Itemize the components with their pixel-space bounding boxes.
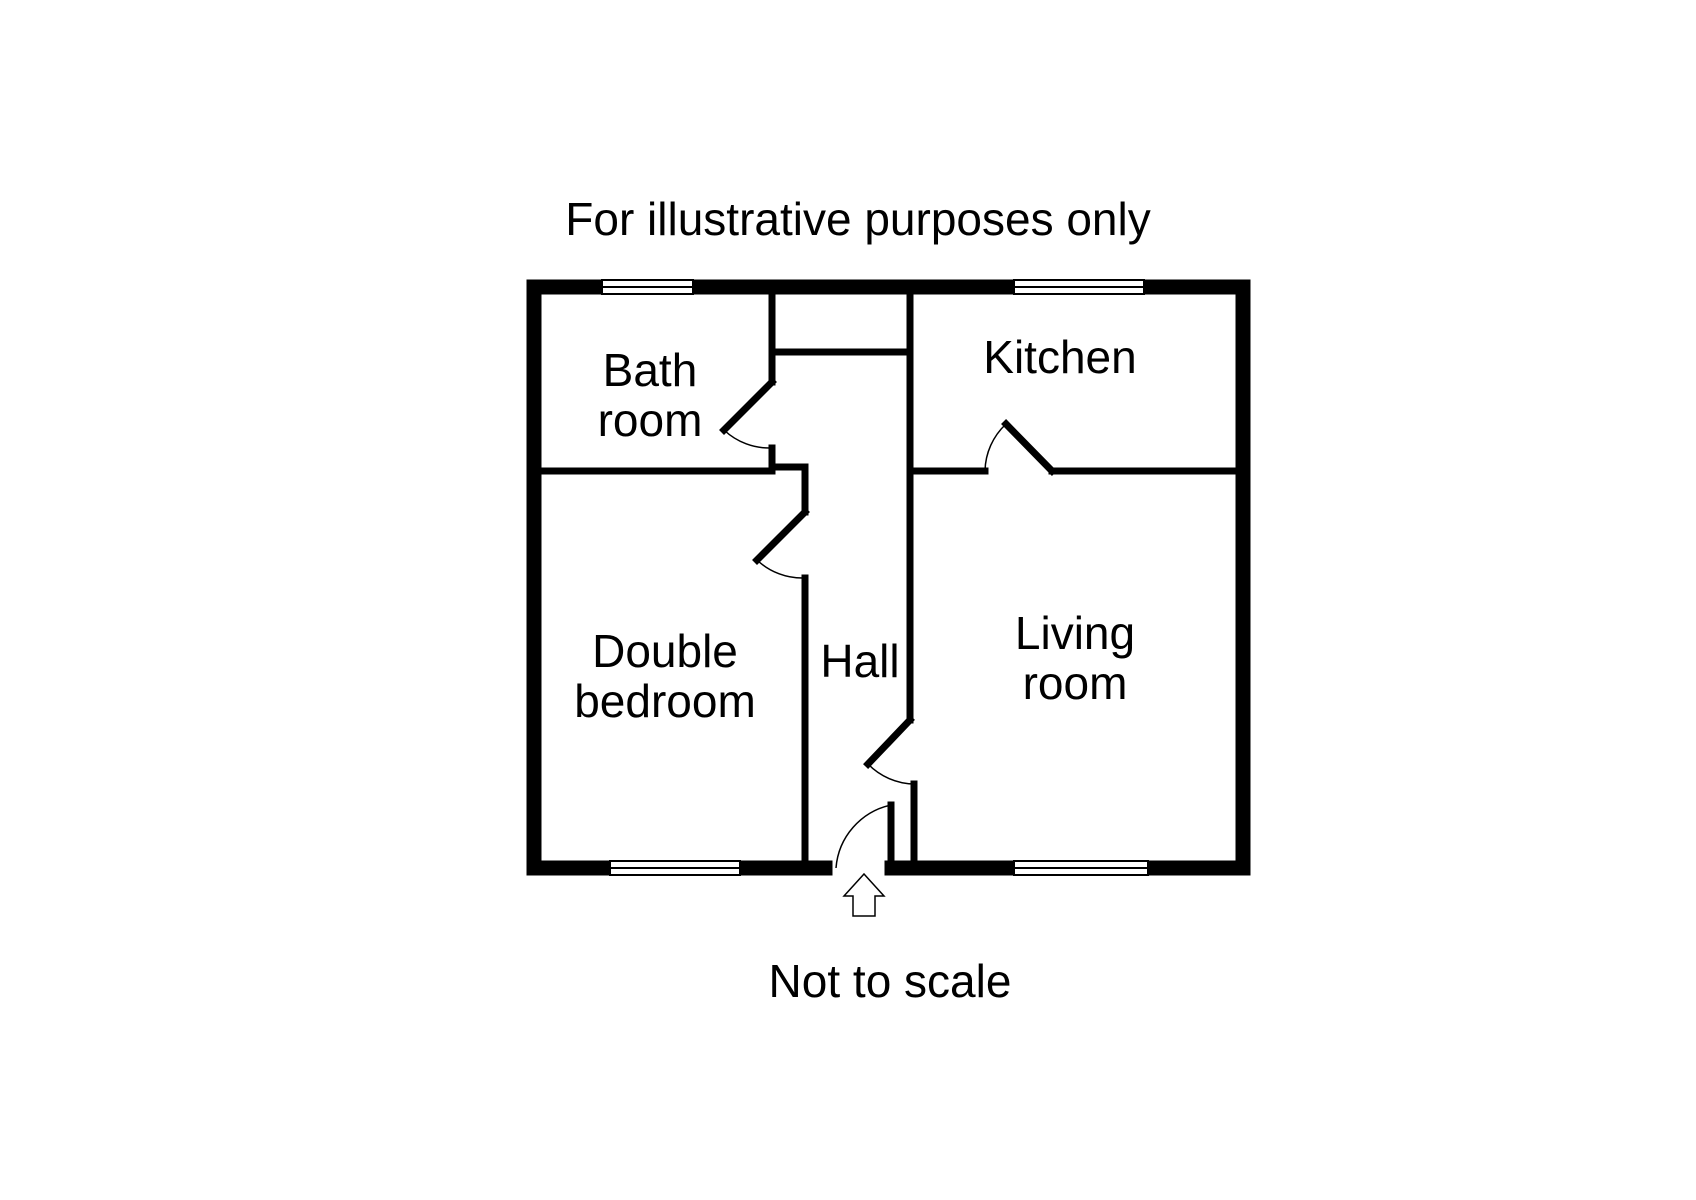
door-entrance-swing bbox=[835, 804, 892, 869]
door-living bbox=[863, 715, 915, 769]
room-label-living-room: Living room bbox=[975, 608, 1175, 708]
room-label-living-line2: room bbox=[1022, 657, 1128, 709]
door-bedroom bbox=[752, 507, 810, 565]
caption-top: For illustrative purposes only bbox=[565, 193, 1151, 245]
room-label-hall: Hall bbox=[805, 638, 915, 684]
interior-walls bbox=[530, 283, 1247, 872]
door-bath bbox=[719, 377, 777, 435]
room-label-bedroom-line2: bedroom bbox=[574, 675, 756, 727]
outer-walls bbox=[526, 279, 1251, 876]
door-kitchen-swing bbox=[984, 423, 1007, 472]
caption-bottom: Not to scale bbox=[768, 955, 1012, 1007]
up-arrow-icon bbox=[842, 872, 886, 917]
room-label-kitchen-line1: Kitchen bbox=[983, 331, 1137, 383]
door-living-swing bbox=[867, 763, 915, 785]
doors bbox=[719, 377, 1057, 869]
room-label-bathroom-line1: Bath bbox=[602, 344, 698, 396]
room-label-bedroom-line1: Double bbox=[592, 625, 738, 677]
room-label-living-line1: Living bbox=[1014, 607, 1136, 659]
door-kitchen bbox=[1001, 419, 1057, 476]
door-bedroom-swing bbox=[756, 559, 806, 579]
room-label-double-bedroom: Double bedroom bbox=[545, 626, 785, 726]
room-label-kitchen: Kitchen bbox=[960, 334, 1160, 380]
room-label-bathroom: Bath room bbox=[560, 345, 740, 445]
door-bath-swing bbox=[723, 429, 773, 449]
room-label-hall-line1: Hall bbox=[820, 635, 900, 687]
room-label-bathroom-line2: room bbox=[597, 394, 703, 446]
windows bbox=[601, 279, 1149, 876]
